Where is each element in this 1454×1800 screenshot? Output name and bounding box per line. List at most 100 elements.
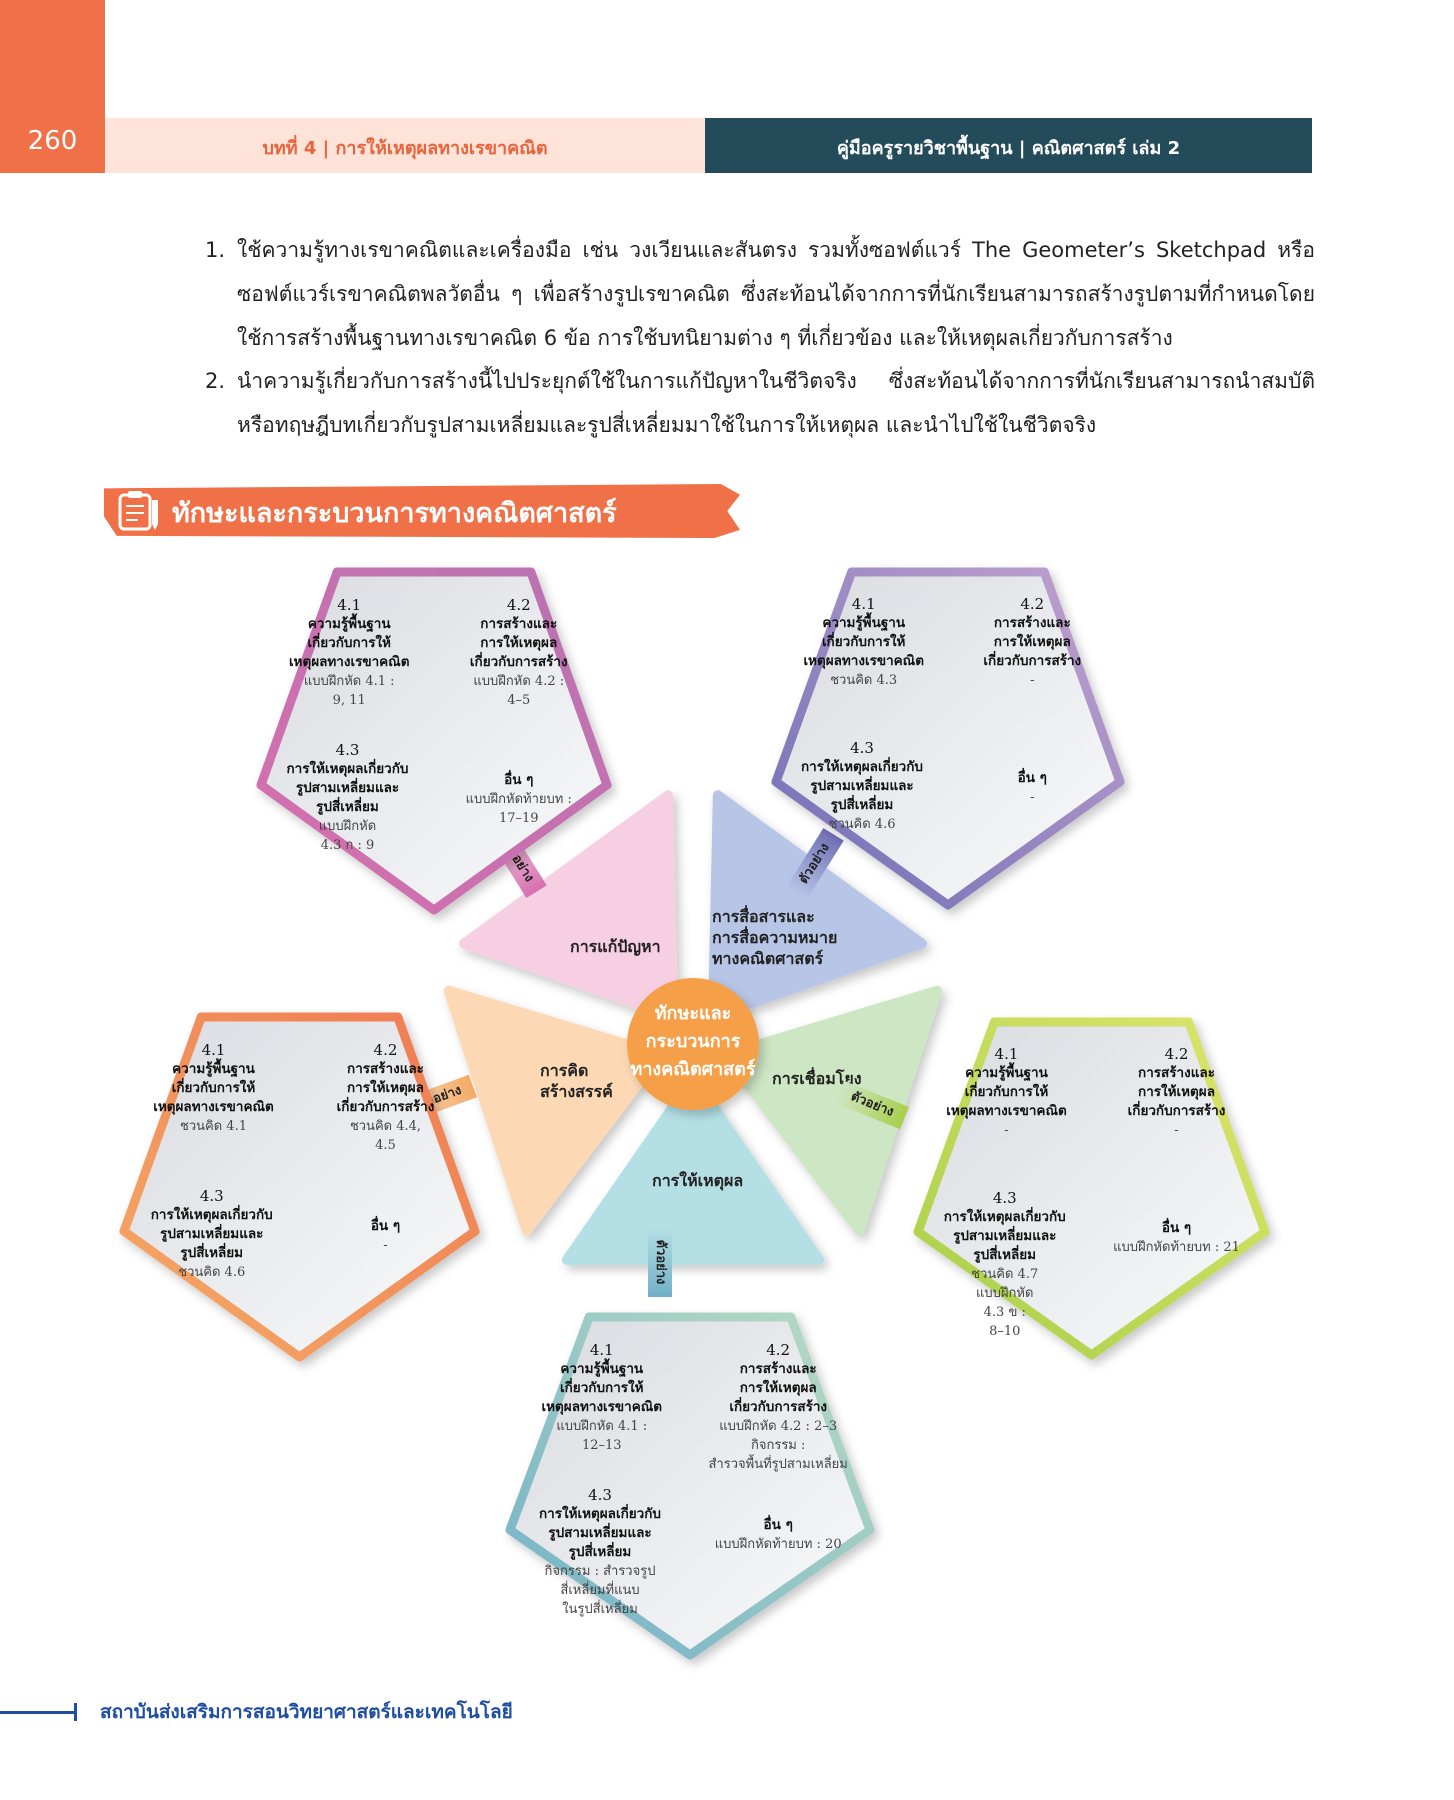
quadrant-detail: ชวนคิด 4.6 — [178, 1265, 246, 1280]
quadrant-title: การให้เหตุผลเกี่ยวกับ รูปสามเหลี่ยมและ ร… — [801, 758, 923, 813]
quadrant-title: อื่น ๆ — [1161, 1219, 1192, 1236]
objective-text: ใช้ความรู้ทางเรขาคณิตและเครื่องมือ เช่น … — [237, 238, 1315, 350]
quadrant-detail: - — [383, 1238, 388, 1253]
objective-number: 2. — [205, 369, 226, 393]
quadrant-title: การให้เหตุผลเกี่ยวกับ รูปสามเหลี่ยมและ ร… — [943, 1208, 1066, 1263]
skill-triangle-creativity — [443, 985, 666, 1236]
quadrant-title: การสร้างและ การให้เหตุผล เกี่ยวกับการสร้… — [983, 615, 1082, 670]
quadrant-other: อื่น ๆ - — [951, 769, 1113, 807]
quadrant-number: 4.3 — [588, 1486, 612, 1504]
page-number: 260 — [27, 126, 78, 156]
quadrant-detail: แบบฝึกหัดท้ายบท : 20 — [714, 1537, 842, 1552]
quadrant-detail: - — [1030, 673, 1035, 689]
skill-triangle-problem-solving — [459, 790, 679, 1022]
quadrant-detail: แบบฝึกหัด 4.2 : 4–5 — [473, 673, 565, 708]
section-title: ทักษะและกระบวนการทางคณิตศาสตร์ — [172, 498, 617, 529]
quadrant-number: 4.1 — [201, 1040, 226, 1059]
skill-label-creativity: การคิด สร้างสรรค์ — [540, 1061, 613, 1101]
quadrant-number: 4.2 — [1164, 1045, 1189, 1064]
book-title: คู่มือครูรายวิชาพื้นฐาน | คณิตศาสตร์ เล่… — [836, 138, 1181, 159]
quadrant-number: 4.2 — [1020, 595, 1045, 614]
quadrant-detail: กิจกรรม : สำรวจรูป สี่เหลี่ยมที่แนบ ในรู… — [544, 1564, 656, 1617]
skill-triangle-reasoning — [561, 1073, 825, 1265]
quadrant-title: การให้เหตุผลเกี่ยวกับ รูปสามเหลี่ยมและ ร… — [539, 1506, 661, 1560]
quadrant-number: 4.3 — [199, 1187, 224, 1205]
quadrant-detail: ชวนคิด 4.3 — [830, 673, 898, 689]
quadrant-detail: แบบฝึกหัดท้ายบท : 17–19 — [465, 792, 572, 826]
quadrant-detail: ชวนคิด 4.1 — [180, 1118, 247, 1134]
quadrant-title: อื่น ๆ — [370, 1218, 401, 1234]
clipboard-icon — [118, 491, 158, 531]
quadrant-detail: แบบฝึกหัด 4.1 : 9, 11 — [303, 673, 395, 708]
footer-rule — [0, 1711, 75, 1714]
objective-item: 2. นำความรู้เกี่ยวกับการสร้างนี้ไปประยุก… — [205, 359, 1315, 447]
quadrant-detail: แบบฝึกหัด 4.1 : 12–13 — [556, 1418, 648, 1453]
quadrant-title: ความรู้พื้นฐาน เกี่ยวกับการให้ เหตุผลทาง… — [946, 1065, 1067, 1120]
pentagon-frame — [771, 567, 1125, 910]
objective-item: 1. ใช้ความรู้ทางเรขาคณิตและเครื่องมือ เช… — [205, 228, 1315, 360]
page-number-block — [0, 0, 105, 173]
book-band — [705, 118, 1312, 173]
center-label: ทักษะและ กระบวนการ ทางคณิตศาสตร์ — [630, 1003, 756, 1080]
chapter-band — [105, 118, 705, 173]
quadrant-other: อื่น ๆแบบฝึกหัดท้ายบท : 17–19 — [437, 771, 600, 828]
skill-label-communication: การสื่อสารและ การสื่อความหมาย ทางคณิตศาส… — [712, 907, 838, 968]
skill-label-problem-solving: การแก้ปัญหา — [570, 937, 661, 956]
quadrant-number: 4.2 — [373, 1040, 398, 1059]
quadrant-title: การให้เหตุผลเกี่ยวกับ รูปสามเหลี่ยมและ ร… — [286, 761, 409, 815]
quadrant-detail: ชวนคิด 4.4, 4.5 — [349, 1118, 422, 1153]
quadrant-title: ความรู้พื้นฐาน เกี่ยวกับการให้ เหตุผลทาง… — [803, 615, 924, 670]
objective-number: 1. — [205, 238, 226, 262]
quadrant-detail: แบบฝึกหัด 4.3 ก : 9 — [318, 819, 377, 853]
quadrant-number: 4.2 — [766, 1340, 791, 1359]
skill-label-connection: การเชื่อมโยง — [772, 1069, 862, 1088]
quadrant-4.3: 4.3 การให้เหตุผลเกี่ยวกับ รูปสามเหลี่ยมแล… — [261, 741, 434, 855]
quadrant-title: ความรู้พื้นฐาน เกี่ยวกับการให้ เหตุผลทาง… — [541, 1360, 663, 1415]
quadrant-title: การให้เหตุผลเกี่ยวกับ รูปสามเหลี่ยมและ ร… — [150, 1207, 273, 1261]
quadrant-detail: ชวนคิด 4.7 แบบฝึกหัด 4.3 ข : 8–10 — [971, 1266, 1039, 1339]
quadrant-title: ความรู้พื้นฐาน เกี่ยวกับการให้ เหตุผลทาง… — [153, 1060, 274, 1115]
center-circle — [627, 978, 759, 1110]
section-banner — [104, 484, 740, 538]
quadrant-number: 4.3 — [992, 1188, 1017, 1207]
pentagon-frame — [119, 1012, 480, 1362]
quadrant-number: 4.1 — [851, 595, 876, 614]
pentagon-frame — [505, 1312, 875, 1660]
quadrant-title: การสร้างและ การให้เหตุผล เกี่ยวกับการสร้… — [469, 615, 568, 670]
objective-text: นำความรู้เกี่ยวกับการสร้างนี้ไปประยุกต์ใ… — [237, 369, 1315, 437]
quadrant-number: 4.3 — [335, 741, 360, 759]
quadrant-title: การสร้างและ การให้เหตุผล เกี่ยวกับการสร้… — [729, 1360, 828, 1415]
quadrant-title: ความรู้พื้นฐาน เกี่ยวกับการให้ เหตุผลทาง… — [288, 615, 410, 670]
quadrant-number: 4.1 — [337, 595, 362, 614]
chapter-title: บทที่ 4 | การให้เหตุผลทางเรขาคณิต — [262, 138, 548, 159]
pentagon-frame — [256, 567, 612, 915]
quadrant-title: การสร้างและ การให้เหตุผล เกี่ยวกับการสร้… — [336, 1060, 435, 1115]
quadrant-detail: - — [1004, 1123, 1009, 1139]
quadrant-title: การสร้างและ การให้เหตุผล เกี่ยวกับการสร้… — [1127, 1065, 1226, 1120]
quadrant-4.3: 4.3 การให้เหตุผลเกี่ยวกับ รูปสามเหลี่ยมแล… — [510, 1486, 690, 1619]
quadrant-other: อื่น ๆ - — [303, 1217, 468, 1255]
quadrant-detail: - — [1174, 1123, 1179, 1139]
quadrant-title: อื่น ๆ — [504, 772, 534, 788]
quadrant-title: อื่น ๆ — [1017, 769, 1047, 786]
quadrant-title: อื่น ๆ — [763, 1517, 793, 1533]
quadrant-detail: แบบฝึกหัดท้ายบท : 21 — [1113, 1239, 1240, 1255]
quadrant-detail: - — [1030, 789, 1035, 805]
